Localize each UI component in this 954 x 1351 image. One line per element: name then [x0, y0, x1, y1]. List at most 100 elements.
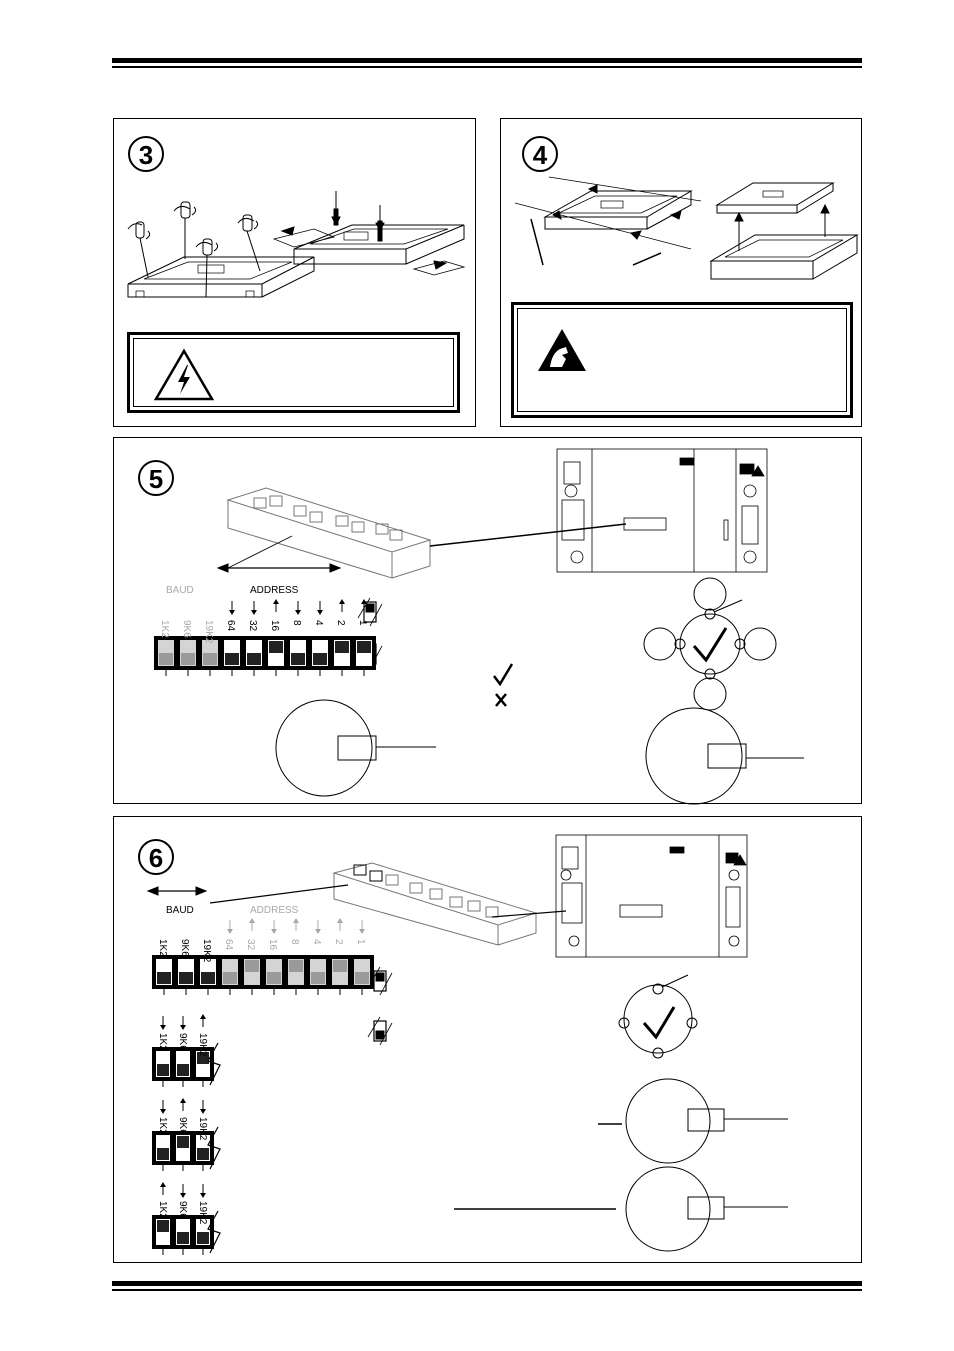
dip-switch-lever[interactable] [203, 653, 217, 665]
arrow-down-icon [160, 1100, 166, 1114]
dip-switch-lever[interactable] [289, 960, 303, 972]
dip-switch-block [226, 487, 432, 579]
dip-switch-lever[interactable] [291, 653, 305, 665]
dip-switch-lever[interactable] [357, 641, 371, 653]
dip-switch-lever[interactable] [313, 653, 327, 665]
dip-switch-lever[interactable] [177, 1064, 189, 1076]
address-heading: ADDRESS [250, 585, 299, 596]
arrow-down-icon [271, 920, 277, 934]
header-rule-thick [112, 58, 862, 63]
baud-heading: BAUD [166, 905, 194, 916]
arrow-down-icon [295, 601, 301, 615]
dip-switch-label: 9K6 [179, 939, 190, 957]
cross-icon [495, 693, 507, 707]
step-4-panel: 4 [500, 118, 862, 427]
switch-state-icons [367, 966, 393, 1046]
controller-board [555, 834, 748, 958]
dip-switch-label: 1 [357, 620, 368, 626]
dip-switch-lever[interactable] [159, 653, 173, 665]
dip-switch-label: 64 [225, 620, 236, 632]
dip-switch-lever[interactable] [201, 972, 215, 984]
dip-switch-lever[interactable] [177, 1136, 189, 1148]
arrow-down-icon [315, 920, 321, 934]
arrow-down-icon [229, 601, 235, 615]
screwdriver-icon [173, 201, 197, 259]
dip-switch-label: 4 [311, 939, 322, 945]
arrow-up-icon [249, 918, 255, 931]
detail-callout-right [645, 707, 804, 805]
dip-switch-lever[interactable] [157, 1220, 169, 1232]
dip-switch-label: 16 [269, 620, 280, 632]
dip-switch-label: 1K2 [157, 1033, 168, 1051]
dip-switch-lever[interactable] [269, 641, 283, 653]
dip-switch-label: 19K2 [197, 1117, 208, 1141]
dip-switch-label: 2 [335, 620, 346, 626]
dip-switch-lever[interactable] [197, 1052, 209, 1064]
footer-rule-thick [112, 1281, 862, 1286]
detail-callout-lower [454, 1166, 788, 1252]
dip-switch-lever[interactable] [225, 653, 239, 665]
dip-switch-lever[interactable] [197, 1148, 209, 1160]
dip-switch-label: 9K6 [181, 620, 192, 638]
dip-switch-label: 19K2 [201, 939, 212, 963]
dip-switch-lever[interactable] [181, 653, 195, 665]
arrow-up-icon [339, 599, 345, 612]
arrow-down-icon [359, 920, 365, 934]
dip-switch-label: 1K2 [159, 620, 170, 638]
dip-switch-label: 9K6 [177, 1201, 188, 1219]
arrow-up-icon [337, 918, 343, 931]
check-icon [642, 1006, 676, 1040]
arrow-up-icon [273, 599, 279, 612]
arrow-down-icon [200, 1100, 206, 1114]
arrow-down-icon [200, 1184, 206, 1198]
dip-switch-lever[interactable] [247, 653, 261, 665]
detail-callout-upper [598, 1078, 788, 1164]
dip-switch-lever[interactable] [197, 1232, 209, 1244]
dip-switch-label: 1 [355, 939, 366, 945]
dip-switch-lever[interactable] [157, 1064, 169, 1076]
header-rule-thin [112, 66, 862, 68]
esd-hand-icon [538, 329, 586, 371]
dip-switch-label: 9K6 [177, 1117, 188, 1135]
dip-switch-lever[interactable] [355, 972, 369, 984]
dip-switch-lever[interactable] [267, 972, 281, 984]
dip-switch-lever[interactable] [311, 972, 325, 984]
footer-rule-thin [112, 1289, 862, 1291]
dip-switch-label: 1K2 [157, 1201, 168, 1219]
dip-switch-label: 16 [267, 939, 278, 951]
warning-lightning-icon [153, 348, 215, 401]
dip-switch-lever[interactable] [223, 972, 237, 984]
dip-switch-lever[interactable] [335, 641, 349, 653]
status-led-diagram [643, 577, 777, 711]
detail-callout-left [275, 699, 436, 797]
dip-switch-label: 8 [291, 620, 302, 626]
dip-switch-label: 4 [313, 620, 324, 626]
step-6-illustration [146, 834, 788, 1252]
arrow-down-icon [317, 601, 323, 615]
arrow-up-icon [200, 1014, 206, 1027]
step-6-number: 6 [138, 839, 174, 875]
dip-switch-label: 2 [333, 939, 344, 945]
step-4-number: 4 [522, 136, 558, 172]
screwdriver-icon [195, 238, 219, 298]
dip-switch-lever[interactable] [245, 960, 259, 972]
arrow-up-icon [293, 918, 299, 931]
arrow-up-icon [180, 1098, 186, 1111]
dip-switch-lever[interactable] [179, 972, 193, 984]
baud-heading: BAUD [166, 585, 194, 596]
address-heading: ADDRESS [250, 905, 299, 916]
dip-switch-label: 19K2 [197, 1201, 208, 1225]
check-icon [493, 663, 514, 687]
dip-switch-lever[interactable] [333, 960, 347, 972]
step-3-illustration [127, 191, 466, 298]
controller-board [556, 448, 768, 573]
dip-switch-lever[interactable] [157, 1148, 169, 1160]
dip-switch-lever[interactable] [177, 1232, 189, 1244]
dip-switch-label: 19K2 [197, 1033, 208, 1057]
esd-caution-box [511, 302, 853, 418]
screwdriver-icon [127, 221, 151, 278]
dip-switch-lever[interactable] [157, 972, 171, 984]
